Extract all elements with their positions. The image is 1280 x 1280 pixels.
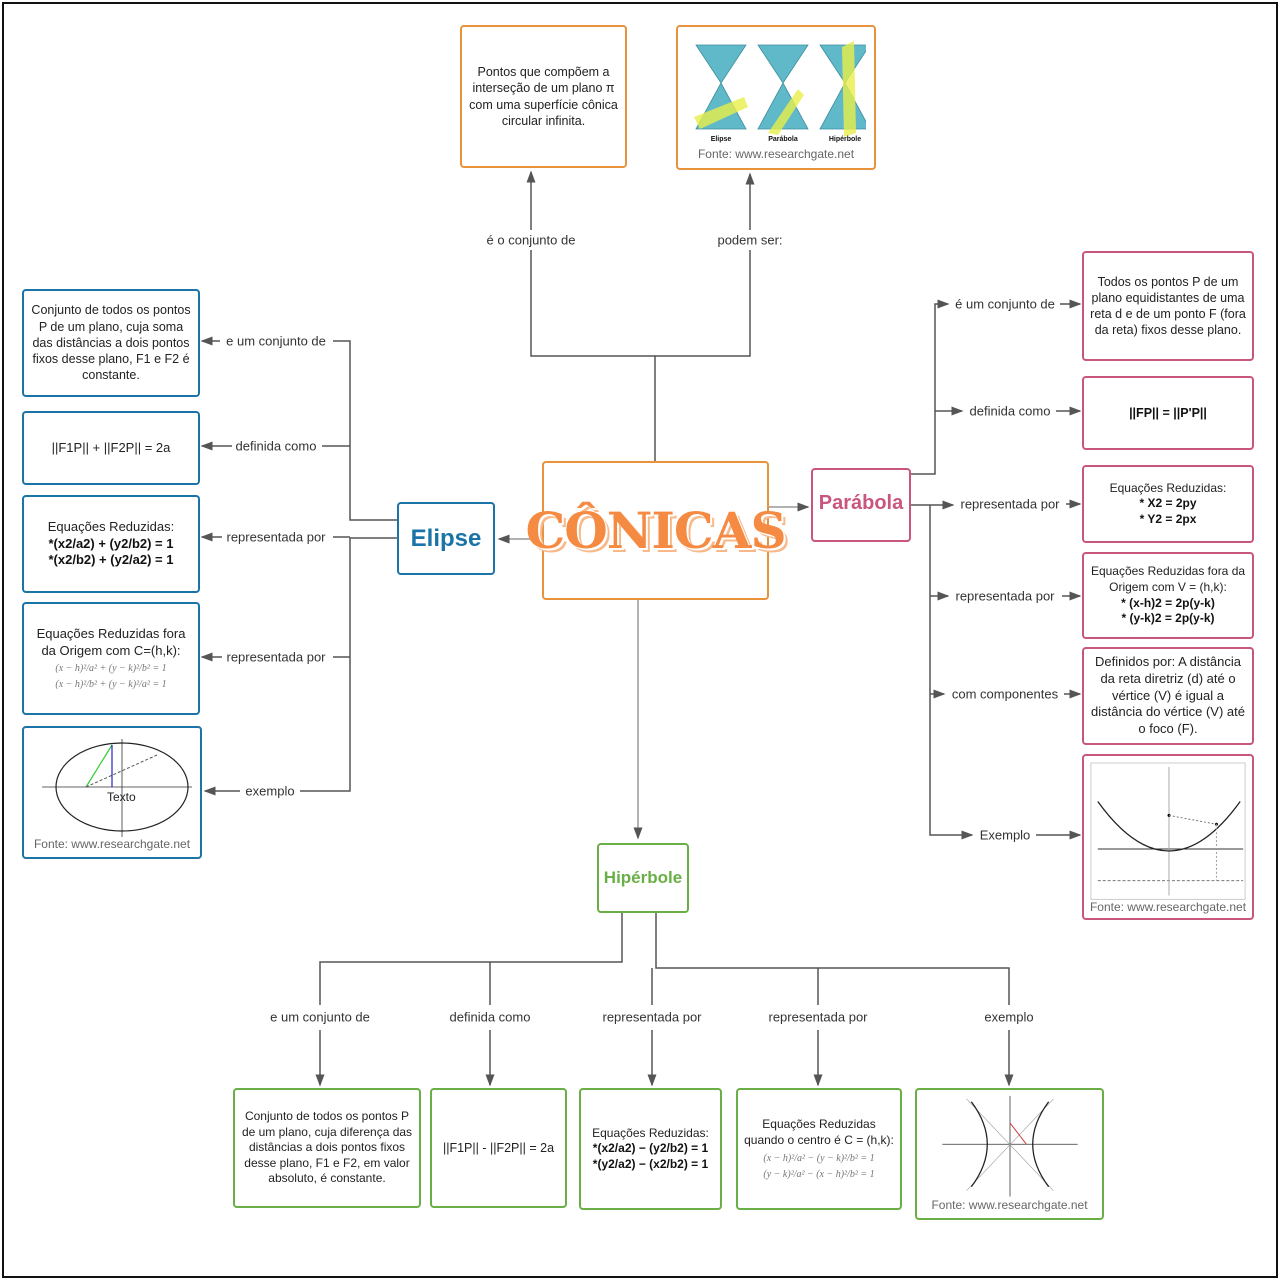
hiperbole-example-box: Fonte: www.researchgate.net	[915, 1088, 1104, 1220]
hiperbole-label-conjunto: e um conjunto de	[267, 1009, 373, 1025]
parabola-components-box: Definidos por: A distância da reta diret…	[1082, 647, 1254, 745]
caption-elipse: Elipse	[711, 136, 732, 143]
parabola-label-representada-2: representada por	[952, 588, 1058, 604]
eq-1: *(x2/a2) + (y2/b2) = 1	[48, 535, 174, 551]
hiperbole-equations-box: Equações Reduzidas:*(x2/a2) − (y2/b2) = …	[579, 1088, 722, 1210]
eq-off-1: (x − h)²/a² + (y − k)²/b² = 1	[55, 663, 167, 675]
hiperbole-node[interactable]: Hipérbole	[597, 843, 689, 913]
caption-hiperbole: Hipérbole	[829, 136, 861, 143]
conic-definition-box: Pontos que compõem a interseção de um pl…	[460, 25, 627, 168]
eq-1: *(x2/a2) − (y2/b2) = 1	[592, 1141, 709, 1156]
example-text: Texto	[107, 790, 136, 804]
eq-title: Equações Reduzidas:	[1109, 480, 1227, 495]
caption-parabola: Parábola	[768, 136, 798, 143]
hiperbole-label-representada-2: representada por	[765, 1009, 871, 1025]
eq-title: Equações Reduzidas:	[592, 1125, 709, 1140]
elipse-equations-off-box: Equações Reduzidas fora da Origem com C=…	[22, 602, 200, 715]
elipse-example-image: Texto	[42, 739, 192, 838]
eq-off-title: Equações Reduzidas fora da Origem com C=…	[36, 625, 186, 658]
cones-image: Elipse Parábola Hipérbole	[694, 41, 866, 143]
hiperbole-definition-box: Conjunto de todos os pontos P de um plan…	[233, 1088, 421, 1208]
eq-off-title: Equações Reduzidas fora da Origem com V …	[1090, 564, 1246, 594]
center-title: CÔNICAS	[525, 501, 786, 560]
hiperbole-formula: ||F1P|| - ||F2P|| = 2a	[442, 1140, 555, 1155]
hiperbole-label-representada-1: representada por	[599, 1009, 705, 1025]
parabola-source: Fonte: www.researchgate.net	[1089, 900, 1247, 915]
elipse-label-exemplo: exemplo	[242, 783, 298, 799]
elipse-definition-box: Conjunto de todos os pontos P de um plan…	[22, 289, 200, 397]
hiperbole-equations-off-box: Equações Reduzidas quando o centro é C =…	[736, 1088, 902, 1210]
center-node[interactable]: CÔNICAS	[525, 461, 787, 600]
label-podem-ser: podem ser:	[714, 232, 786, 248]
eq-2: *(x2/b2) + (y2/a2) = 1	[48, 552, 174, 568]
eq-2: *(y2/a2) − (x2/b2) = 1	[592, 1156, 709, 1171]
parabola-example-image	[1090, 762, 1246, 900]
elipse-source: Fonte: www.researchgate.net	[33, 837, 191, 852]
hiperbole-label-definida: definida como	[446, 1009, 534, 1025]
elipse-formula-box: ||F1P|| + ||F2P|| = 2a	[22, 411, 200, 485]
elipse-label-conjunto: e um conjunto de	[223, 333, 329, 349]
hiperbole-formula-box: ||F1P|| - ||F2P|| = 2a	[430, 1088, 567, 1208]
eq-off-2: (y − k)²/a² − (x − h)²/b² = 1	[763, 1168, 875, 1180]
hiperbole-definition: Conjunto de todos os pontos P de um plan…	[241, 1109, 413, 1186]
eq-2: * Y2 = 2px	[1139, 511, 1197, 526]
parabola-formula-box: ||FP|| = ||P'P||	[1082, 376, 1254, 450]
label-e-o-conjunto-de: é o conjunto de	[483, 232, 579, 248]
eq-off-2: (x − h)²/b² + (y − k)²/a² = 1	[55, 679, 167, 691]
elipse-definition: Conjunto de todos os pontos P de um plan…	[31, 303, 191, 383]
eq-off-1: (x − h)²/a² − (y − k)²/b² = 1	[763, 1152, 875, 1164]
elipse-label-representada-2: representada por	[223, 649, 329, 665]
parabola-label-exemplo: Exemplo	[976, 827, 1034, 843]
elipse-formula: ||F1P|| + ||F2P|| = 2a	[51, 439, 171, 455]
parabola-definition-box: Todos os pontos P de um plano equidistan…	[1082, 251, 1254, 361]
parabola-example-box: Fonte: www.researchgate.net	[1082, 754, 1254, 920]
conic-definition: Pontos que compõem a interseção de um pl…	[469, 65, 618, 128]
parabola-equations-box: Equações Reduzidas:* X2 = 2py* Y2 = 2px	[1082, 465, 1254, 543]
parabola-node[interactable]: Parábola	[811, 468, 911, 542]
eq-off-2: * (y-k)2 = 2p(y-k)	[1121, 611, 1215, 626]
eq-1: * X2 = 2py	[1139, 496, 1197, 511]
elipse-label-representada-1: representada por	[223, 529, 329, 545]
elipse-example-box: Texto Fonte: www.researchgate.net	[22, 726, 202, 859]
parabola-equations-off-box: Equações Reduzidas fora da Origem com V …	[1082, 552, 1254, 639]
elipse-label-definida: definida como	[232, 438, 320, 454]
hiperbole-title: Hipérbole	[603, 867, 683, 887]
parabola-label-representada-1: representada por	[957, 496, 1063, 512]
eq-off-1: * (x-h)2 = 2p(y-k)	[1121, 595, 1215, 610]
elipse-node[interactable]: Elipse	[397, 502, 495, 575]
eq-title: Equações Reduzidas:	[47, 518, 175, 534]
parabola-formula: ||FP|| = ||P'P||	[1129, 405, 1207, 420]
parabola-label-conjunto: é um conjunto de	[952, 296, 1058, 312]
parabola-label-definida: definida como	[966, 403, 1054, 419]
elipse-title: Elipse	[410, 524, 482, 552]
hiperbole-label-exemplo: exemplo	[981, 1009, 1037, 1025]
cones-image-box: Elipse Parábola Hipérbole Fonte: www.res…	[676, 25, 876, 170]
elipse-equations-box: Equações Reduzidas:*(x2/a2) + (y2/b2) = …	[22, 495, 200, 593]
hiperbole-example-image	[941, 1095, 1078, 1197]
image-source: Fonte: www.researchgate.net	[697, 147, 855, 161]
parabola-components: Definidos por: A distância da reta diret…	[1091, 653, 1245, 737]
parabola-definition: Todos os pontos P de um plano equidistan…	[1090, 274, 1246, 338]
eq-off-title: Equações Reduzidas quando o centro é C =…	[744, 1117, 894, 1147]
parabola-label-componentes: com componentes	[948, 686, 1062, 702]
hiperbole-source: Fonte: www.researchgate.net	[931, 1198, 1088, 1213]
parabola-title: Parábola	[818, 492, 904, 514]
